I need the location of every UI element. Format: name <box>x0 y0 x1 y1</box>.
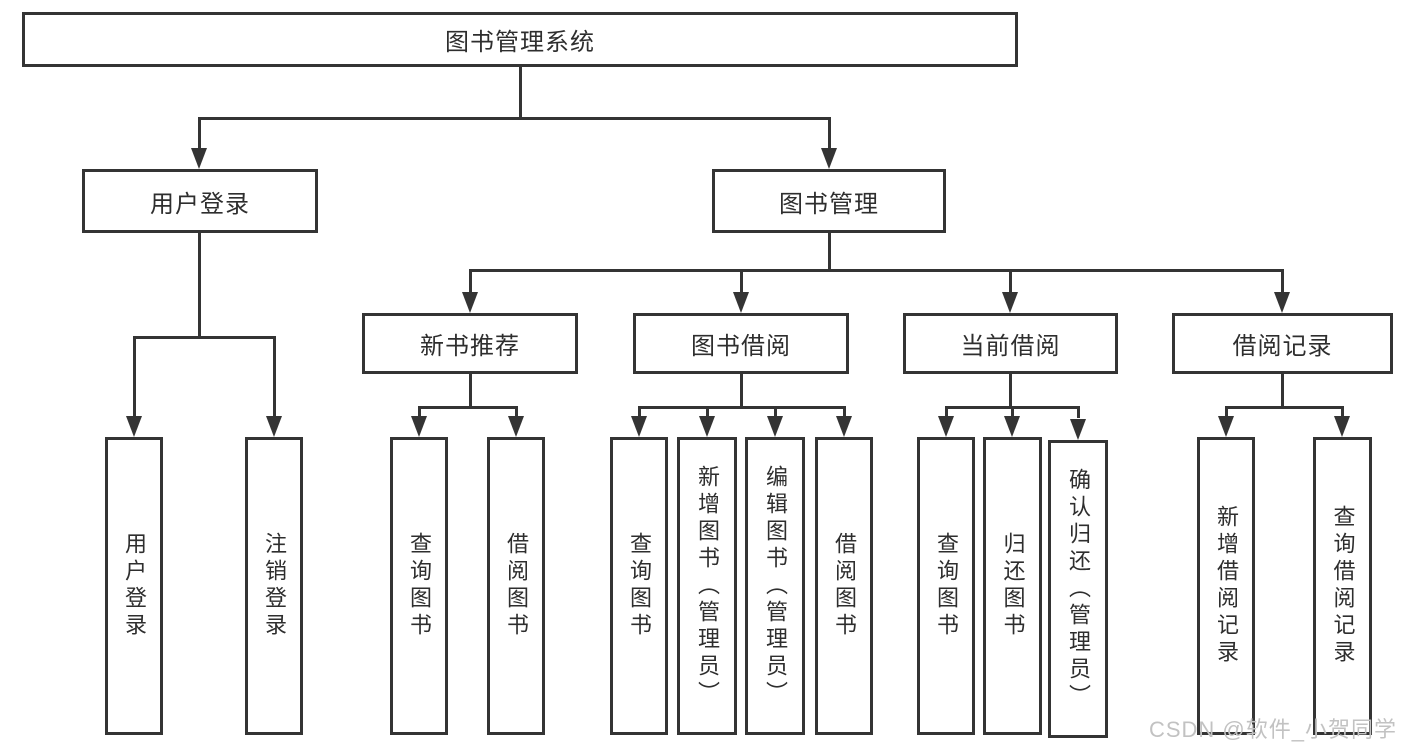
node-label: 注销登录 <box>262 532 287 640</box>
arrow-down-icon <box>631 416 647 437</box>
node-root: 图书管理系统 <box>22 12 1018 67</box>
arrow-down-icon <box>462 292 478 313</box>
node-label: 编辑图书（管理员） <box>763 464 788 708</box>
leaf-logout: 注销登录 <box>245 437 303 735</box>
arrow-down-icon <box>767 416 783 437</box>
leaf-rec-query-books: 查询图书 <box>390 437 448 735</box>
connector-line <box>133 336 276 339</box>
node-label: 新增图书（管理员） <box>695 464 720 708</box>
arrow-down-icon <box>821 148 837 169</box>
arrow-down-icon <box>411 416 427 437</box>
arrow-down-icon <box>836 416 852 437</box>
connector-line <box>469 269 1284 272</box>
arrow-down-icon <box>191 148 207 169</box>
connector-line <box>1225 406 1343 409</box>
connector-line <box>469 269 472 295</box>
connector-line <box>1281 269 1284 295</box>
leaf-br-add-record: 新增借阅记录 <box>1197 437 1255 735</box>
connector-line <box>515 406 518 418</box>
connector-line <box>740 269 743 295</box>
leaf-user-login: 用户登录 <box>105 437 163 735</box>
leaf-bb-edit-books-admin: 编辑图书（管理员） <box>745 437 805 735</box>
node-label: 新书推荐 <box>420 333 520 360</box>
node-label: 查询图书 <box>407 532 432 640</box>
connector-line <box>1009 373 1012 409</box>
arrow-down-icon <box>1218 416 1234 437</box>
connector-line <box>774 406 777 418</box>
node-label: 归还图书 <box>1000 532 1026 640</box>
node-label: 查询图书 <box>627 532 652 640</box>
leaf-cb-confirm-return-admin: 确认归还（管理员） <box>1048 440 1108 738</box>
connector-line <box>198 117 831 120</box>
connector-line <box>418 406 517 409</box>
leaf-bb-query-books: 查询图书 <box>610 437 668 735</box>
leaf-rec-borrow-books: 借阅图书 <box>487 437 545 735</box>
connector-line <box>198 117 201 150</box>
arrow-down-icon <box>699 416 715 437</box>
node-current-borrow: 当前借阅 <box>903 313 1118 374</box>
connector-line <box>638 406 845 409</box>
node-label: 查询借阅记录 <box>1330 505 1356 667</box>
connector-line <box>638 406 641 418</box>
leaf-br-query-record: 查询借阅记录 <box>1313 437 1372 735</box>
arrow-down-icon <box>1070 419 1086 440</box>
connector-line <box>133 336 136 418</box>
arrow-down-icon <box>938 416 954 437</box>
connector-line <box>1341 406 1344 418</box>
arrow-down-icon <box>733 292 749 313</box>
arrow-down-icon <box>508 416 524 437</box>
node-label: 图书管理系统 <box>445 29 595 56</box>
connector-line <box>828 117 831 150</box>
leaf-cb-return-books: 归还图书 <box>983 437 1042 735</box>
node-book-borrow: 图书借阅 <box>633 313 849 374</box>
arrow-down-icon <box>1002 292 1018 313</box>
node-label: 用户登录 <box>150 190 250 218</box>
node-new-book-recommend: 新书推荐 <box>362 313 578 374</box>
node-label: 用户登录 <box>122 532 147 640</box>
leaf-cb-query-books: 查询图书 <box>917 437 975 735</box>
connector-line <box>1281 373 1284 409</box>
node-label: 当前借阅 <box>960 333 1061 360</box>
connector-line <box>418 406 421 418</box>
node-label: 图书管理 <box>779 190 879 218</box>
connector-line <box>1077 406 1080 418</box>
leaf-bb-add-books-admin: 新增图书（管理员） <box>677 437 737 735</box>
node-user-login: 用户登录 <box>82 169 318 233</box>
node-label: 确认归还（管理员） <box>1066 467 1091 711</box>
connector-line <box>1009 269 1012 295</box>
connector-line <box>469 373 472 409</box>
arrow-down-icon <box>1004 416 1020 437</box>
csdn-watermark: CSDN @软件_小贺同学 <box>1148 717 1397 742</box>
connector-line <box>706 406 709 418</box>
arrow-down-icon <box>126 416 142 437</box>
connector-line <box>740 373 743 409</box>
arrow-down-icon <box>266 416 282 437</box>
arrow-down-icon <box>1334 416 1350 437</box>
leaf-bb-borrow-books: 借阅图书 <box>815 437 873 735</box>
connector-line <box>519 67 522 117</box>
connector-line <box>1225 406 1228 418</box>
node-label: 查询图书 <box>934 532 959 640</box>
node-label: 借阅记录 <box>1232 333 1333 360</box>
node-book-management: 图书管理 <box>712 169 946 233</box>
node-label: 借阅图书 <box>504 532 529 640</box>
connector-line <box>945 406 948 418</box>
node-label: 图书借阅 <box>691 333 791 360</box>
connector-line <box>1011 406 1014 418</box>
connector-line <box>828 232 831 272</box>
node-label: 新增借阅记录 <box>1214 505 1239 667</box>
connector-line <box>843 406 846 418</box>
connector-line <box>198 232 201 338</box>
node-label: 借阅图书 <box>832 532 857 640</box>
node-borrow-records: 借阅记录 <box>1172 313 1393 374</box>
connector-line <box>273 336 276 418</box>
arrow-down-icon <box>1274 292 1290 313</box>
